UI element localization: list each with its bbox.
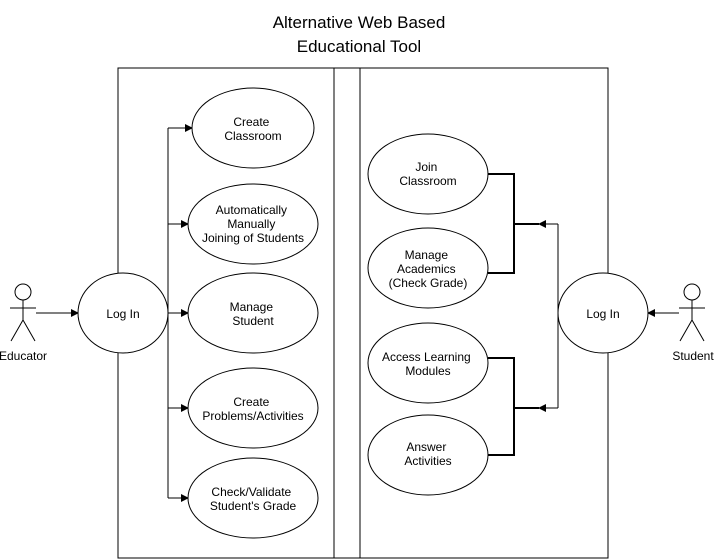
educator-login-label: Log In — [106, 307, 139, 321]
student-login-label: Log In — [586, 307, 619, 321]
student-login-ellipse — [557, 272, 649, 354]
educator-actor-icon — [10, 283, 36, 342]
check-grade-label: Check/Validate Student's Grade — [210, 485, 297, 513]
join-classroom-ellipse — [367, 133, 489, 215]
answer-activities-ellipse — [367, 414, 489, 496]
manage-student-ellipse — [187, 272, 319, 354]
manage-academics-ellipse — [367, 227, 489, 309]
educator-actor-label: Educator — [0, 349, 47, 363]
join-classroom-label: Join Classroom — [399, 160, 456, 188]
student-actor-label: Student — [672, 349, 714, 363]
access-learning-modules-label: Access Learning Modules — [382, 350, 474, 378]
educator-login-ellipse — [77, 272, 169, 354]
diagram-title-line-1: Alternative Web Based — [273, 13, 446, 32]
student-actor-icon — [679, 283, 705, 342]
joining-of-students-label: Automatically Manually Joining of Studen… — [202, 203, 304, 245]
create-classroom-ellipse — [191, 87, 315, 169]
create-problems-label: Create Problems/Activities — [202, 395, 303, 423]
manage-student-label: Manage Student — [230, 300, 277, 328]
create-classroom-label: Create Classroom — [224, 115, 281, 143]
manage-academics-label: Manage Academics (Check Grade) — [389, 248, 468, 290]
create-problems-ellipse — [187, 367, 319, 449]
check-grade-ellipse — [187, 457, 319, 539]
upper-group-bracket — [488, 173, 539, 274]
diagram-title-line-2: Educational Tool — [297, 37, 421, 56]
separator-strip — [333, 67, 361, 559]
answer-activities-label: Answer Activities — [404, 440, 451, 468]
access-learning-modules-ellipse — [367, 322, 489, 404]
joining-of-students-ellipse — [187, 183, 319, 265]
lower-group-bracket — [488, 357, 539, 456]
